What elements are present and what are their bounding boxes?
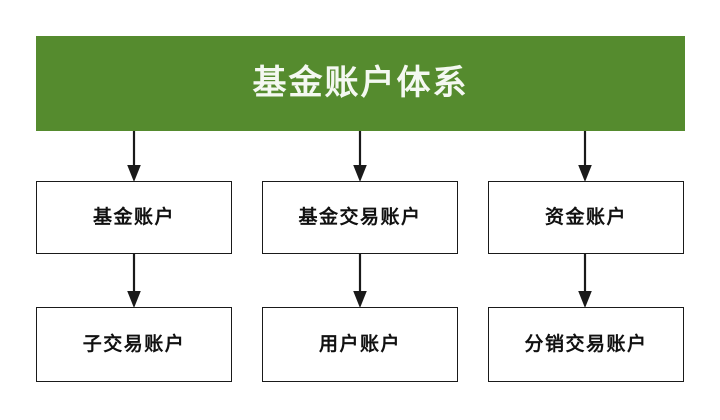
- diagram-title: 基金账户体系: [252, 64, 469, 102]
- node-sub-transaction-account[interactable]: 子交易账户: [36, 307, 232, 382]
- arrow-header-to-capital-account: [572, 131, 598, 182]
- node-distribution-transaction-account[interactable]: 分销交易账户: [488, 307, 684, 382]
- node-fund-account-label: 基金账户: [92, 207, 175, 228]
- node-fund-transaction-account-label: 基金交易账户: [298, 207, 422, 228]
- diagram-header-banner: 基金账户体系: [36, 36, 685, 131]
- node-user-account[interactable]: 用户账户: [262, 307, 458, 382]
- node-user-account-label: 用户账户: [318, 334, 401, 355]
- arrow-capital-account-to-distribution-transaction-account: [572, 253, 598, 308]
- node-capital-account-label: 资金账户: [544, 207, 627, 228]
- arrow-header-to-fund-account: [121, 131, 147, 182]
- arrow-fund-account-to-sub-transaction-account: [121, 253, 147, 308]
- arrow-header-to-fund-transaction-account: [347, 131, 373, 182]
- node-sub-transaction-account-label: 子交易账户: [82, 334, 186, 355]
- node-fund-transaction-account[interactable]: 基金交易账户: [262, 181, 458, 254]
- node-fund-account[interactable]: 基金账户: [36, 181, 232, 254]
- node-distribution-transaction-account-label: 分销交易账户: [524, 334, 648, 355]
- node-capital-account[interactable]: 资金账户: [488, 181, 684, 254]
- arrow-fund-transaction-account-to-user-account: [347, 253, 373, 308]
